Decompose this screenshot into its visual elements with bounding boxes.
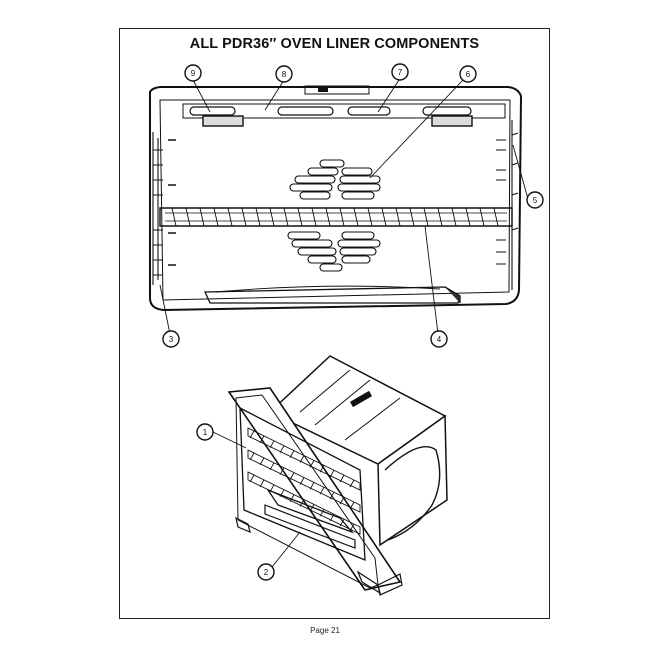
iso-rack-wire xyxy=(309,460,315,468)
callout-1: 1 xyxy=(196,423,214,441)
iso-rack-wire xyxy=(349,501,355,510)
iso-rack-wire xyxy=(259,457,265,466)
broil-element-slots xyxy=(189,106,472,116)
iso-rack-wire xyxy=(249,452,255,461)
callout-9: 9 xyxy=(184,64,202,82)
iso-rack-wire xyxy=(289,472,295,480)
oven-liner-isometric xyxy=(227,355,448,596)
rack-wire xyxy=(423,207,429,227)
callout-2: 2 xyxy=(257,563,275,581)
rack-wire xyxy=(283,207,289,227)
iso-rack-wire xyxy=(329,491,335,500)
callout-7: 7 xyxy=(391,63,409,81)
iso-rack-frame xyxy=(247,449,361,513)
left-rack-supports xyxy=(152,132,176,285)
callout-label-5: 5 xyxy=(533,196,538,205)
rack-wire xyxy=(213,207,219,227)
iso-rack-wire xyxy=(349,479,355,488)
rack-wire xyxy=(395,207,401,227)
rack-wire xyxy=(185,207,191,227)
iso-rack-wire xyxy=(329,469,335,478)
rack-wire xyxy=(199,207,205,227)
rack-wire xyxy=(297,207,303,227)
callout-6: 6 xyxy=(459,65,477,83)
rack-wire xyxy=(367,207,373,227)
iso-rack-wire xyxy=(279,445,285,453)
iso-rack-frame xyxy=(247,471,361,535)
iso-rack-wire xyxy=(249,474,255,483)
oven-rack xyxy=(159,207,513,227)
rack-wire xyxy=(325,207,331,227)
rack-wire xyxy=(493,207,499,227)
iso-rack-wire xyxy=(269,440,275,449)
callout-5: 5 xyxy=(526,191,544,209)
callout-label-9: 9 xyxy=(191,69,196,78)
iso-rack-wire xyxy=(279,467,285,475)
callout-8: 8 xyxy=(275,65,293,83)
callout-3: 3 xyxy=(162,330,180,348)
callout-4: 4 xyxy=(430,330,448,348)
convection-fan-baffle-upper xyxy=(289,159,381,200)
iso-rack-wire xyxy=(339,496,345,505)
rack-wire xyxy=(227,207,233,227)
oven-cavity-front-view xyxy=(149,85,523,312)
rack-wire xyxy=(451,207,457,227)
rack-wire xyxy=(311,207,317,227)
callout-label-6: 6 xyxy=(466,70,471,79)
rack-wire xyxy=(465,207,471,227)
callout-label-2: 2 xyxy=(264,568,269,577)
iso-rack-wire xyxy=(339,474,345,483)
iso-rack-wire xyxy=(259,435,265,444)
rack-wire xyxy=(241,207,247,227)
iso-rack-wire xyxy=(269,462,275,471)
iso-rack-frame xyxy=(247,427,361,491)
rack-wire xyxy=(171,207,177,227)
rack-wire xyxy=(269,207,275,227)
convection-fan-baffle-lower xyxy=(287,231,381,272)
iso-rack-wire xyxy=(319,465,325,473)
callout-label-4: 4 xyxy=(437,335,442,344)
iso-rack-wire xyxy=(309,504,315,512)
iso-rack-wire xyxy=(259,479,265,488)
rack-wire xyxy=(255,207,261,227)
page-title: ALL PDR36″ OVEN LINER COMPONENTS xyxy=(189,36,480,52)
rack-wire xyxy=(479,207,485,227)
iso-rack-wire xyxy=(319,509,325,517)
iso-rack-wire xyxy=(289,450,295,458)
iso-rack-wire xyxy=(339,518,345,527)
iso-rack-wire xyxy=(299,455,305,463)
iso-rack-wire xyxy=(309,482,315,490)
rack-wire xyxy=(381,207,387,227)
rack-wire xyxy=(437,207,443,227)
bake-element-cover xyxy=(203,285,461,304)
callout-label-7: 7 xyxy=(398,68,403,77)
rack-wire xyxy=(339,207,345,227)
page-border xyxy=(119,28,550,619)
callout-label-1: 1 xyxy=(203,428,208,437)
callout-label-3: 3 xyxy=(169,335,174,344)
iso-rack-wire xyxy=(289,494,295,502)
page-footer: Page 21 xyxy=(310,626,340,635)
corner-brackets xyxy=(202,115,473,127)
rack-wire xyxy=(409,207,415,227)
iso-rack-wire xyxy=(249,430,255,439)
rack-wire xyxy=(353,207,359,227)
callout-leaders xyxy=(159,79,529,568)
iso-rack-wire xyxy=(299,477,305,485)
right-rack-supports xyxy=(496,120,519,290)
callout-label-8: 8 xyxy=(282,70,287,79)
iso-rack-wire xyxy=(319,487,325,495)
